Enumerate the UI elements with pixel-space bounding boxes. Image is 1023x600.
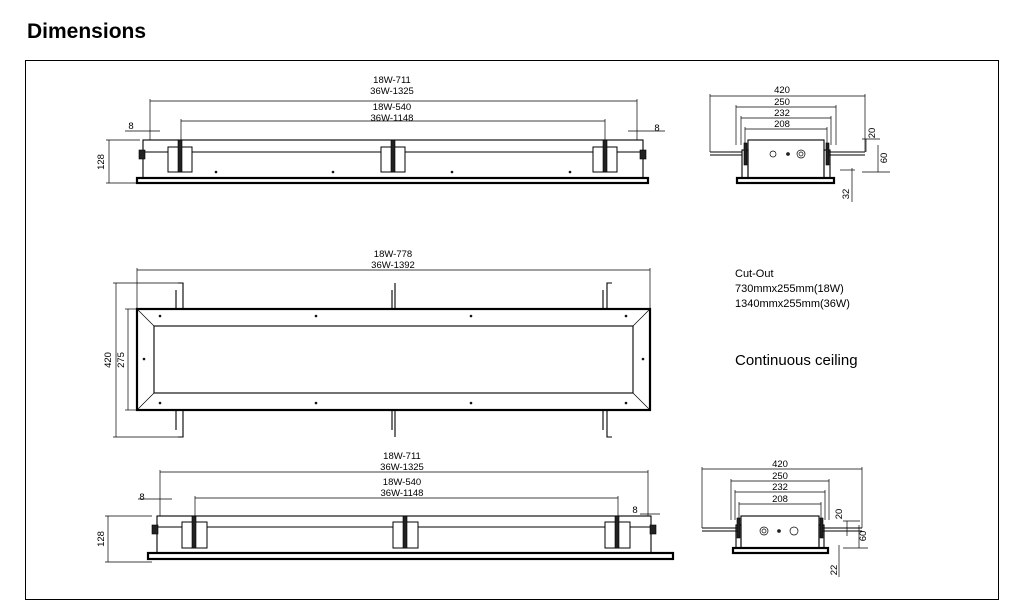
end2-dim-bottom: 22 bbox=[829, 565, 840, 576]
end2-dim-20: 20 bbox=[834, 509, 845, 520]
end2-width-208: 208 bbox=[772, 494, 788, 505]
end2-width-420: 420 bbox=[772, 459, 788, 470]
plan-length-36w: 36W-1392 bbox=[371, 260, 415, 271]
technical-drawing: 18W-711 36W-1325 18W-540 36W-1148 8 8 12… bbox=[96, 75, 890, 577]
dim-length-18w: 18W-711 bbox=[373, 75, 411, 86]
plan-width-outer: 420 bbox=[103, 352, 114, 368]
end-width-232: 232 bbox=[774, 108, 790, 119]
dim-length-36w: 36W-1325 bbox=[370, 86, 414, 97]
bottom-side-view: 18W-711 36W-1325 18W-540 36W-1148 8 8 12… bbox=[96, 451, 675, 563]
end-dim-bottom: 32 bbox=[841, 189, 852, 200]
dim2-spacing-36w: 36W-1148 bbox=[381, 488, 424, 499]
end-width-420: 420 bbox=[774, 85, 790, 96]
dim-spacing-18w: 18W-540 bbox=[373, 102, 411, 113]
dim2-end-offset-right: 8 bbox=[632, 505, 637, 516]
end-dim-20: 20 bbox=[867, 128, 878, 139]
top-side-view: 18W-711 36W-1325 18W-540 36W-1148 8 8 12… bbox=[96, 75, 665, 185]
dim-end-offset-right: 8 bbox=[654, 123, 659, 134]
page-title: Dimensions bbox=[27, 20, 147, 43]
dim-end-offset-left: 8 bbox=[128, 121, 133, 132]
end2-width-250: 250 bbox=[772, 471, 788, 482]
dim2-end-offset-left: 8 bbox=[139, 492, 144, 503]
cutout-title: Cut-Out bbox=[735, 268, 774, 280]
cutout-notes: Cut-Out 730mmx255mm(18W) 1340mmx255mm(36… bbox=[735, 268, 858, 369]
plan-length-18w: 18W-778 bbox=[374, 249, 412, 260]
dim-height: 128 bbox=[96, 154, 107, 170]
dim2-height: 128 bbox=[96, 531, 107, 547]
ceiling-type-label: Continuous ceiling bbox=[735, 352, 858, 369]
plan-width-inner: 275 bbox=[116, 352, 127, 368]
cutout-36w: 1340mmx255mm(36W) bbox=[735, 298, 850, 310]
end-dim-60: 60 bbox=[879, 153, 890, 164]
bottom-end-view: 420 250 232 208 20 60 22 bbox=[701, 459, 869, 577]
dim-spacing-36w: 36W-1148 bbox=[371, 113, 414, 124]
dim2-length-36w: 36W-1325 bbox=[380, 462, 424, 473]
cutout-18w: 730mmx255mm(18W) bbox=[735, 283, 844, 295]
end2-dim-60: 60 bbox=[858, 531, 869, 542]
plan-view: 18W-778 36W-1392 420 275 bbox=[103, 249, 652, 438]
dim2-spacing-18w: 18W-540 bbox=[383, 477, 421, 488]
dim2-length-18w: 18W-711 bbox=[383, 451, 421, 462]
top-end-view: 420 250 232 208 20 60 bbox=[709, 85, 890, 202]
end-width-208: 208 bbox=[774, 119, 790, 130]
end-width-250: 250 bbox=[774, 97, 790, 108]
end2-width-232: 232 bbox=[772, 482, 788, 493]
